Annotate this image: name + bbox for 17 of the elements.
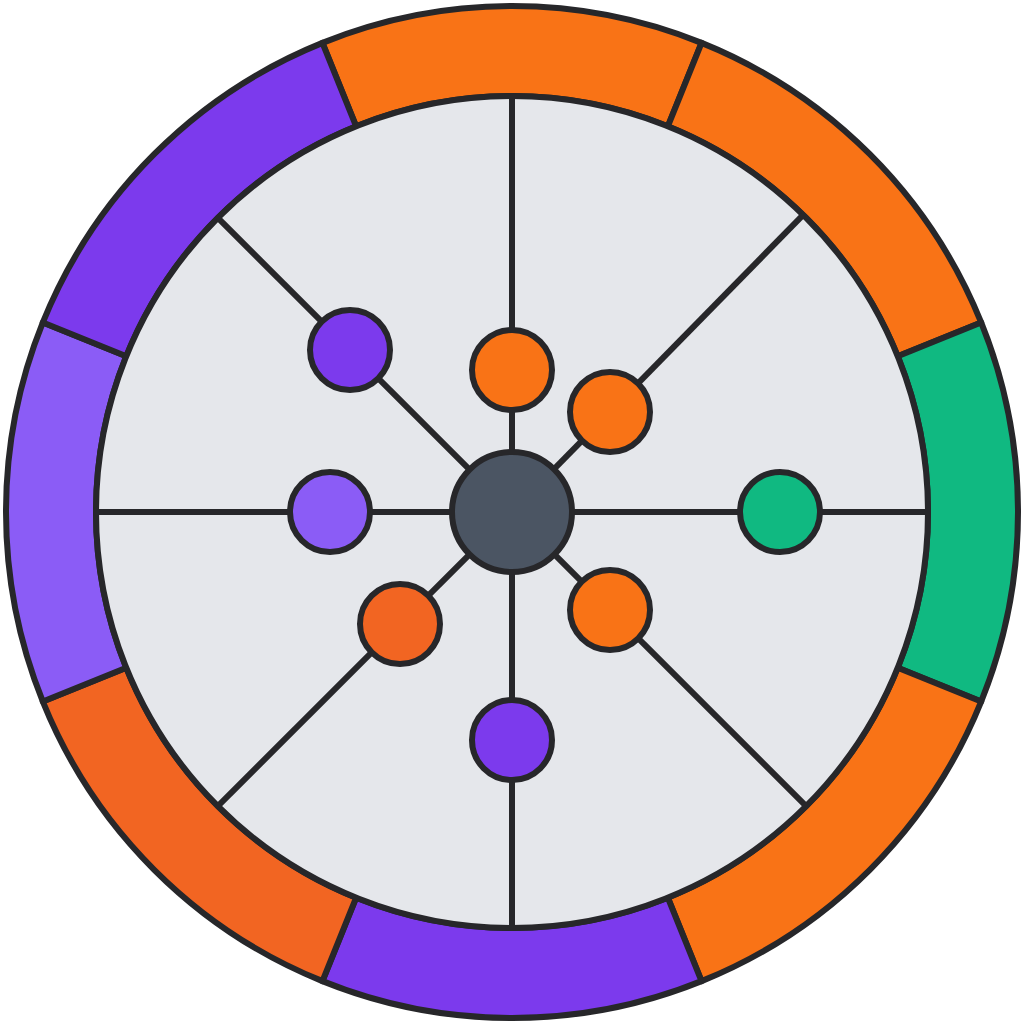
- spoke-line: [820, 509, 928, 515]
- spoke-line: [635, 212, 806, 386]
- spoke-line: [636, 636, 809, 809]
- spoke-line: [509, 96, 515, 330]
- spoke-line: [215, 650, 374, 809]
- spoke-line: [509, 572, 515, 700]
- spoke-line: [572, 509, 740, 515]
- spoke-line: [96, 509, 290, 515]
- hub-circle: [449, 449, 575, 575]
- spoke-line: [426, 552, 472, 598]
- spoke-line: [551, 438, 585, 472]
- spoke-line: [215, 215, 324, 324]
- spoke-line: [376, 376, 472, 472]
- spoke-line: [509, 780, 515, 928]
- spoke-line: [552, 552, 584, 584]
- spoke-line: [370, 509, 452, 515]
- spoke-line: [509, 410, 515, 452]
